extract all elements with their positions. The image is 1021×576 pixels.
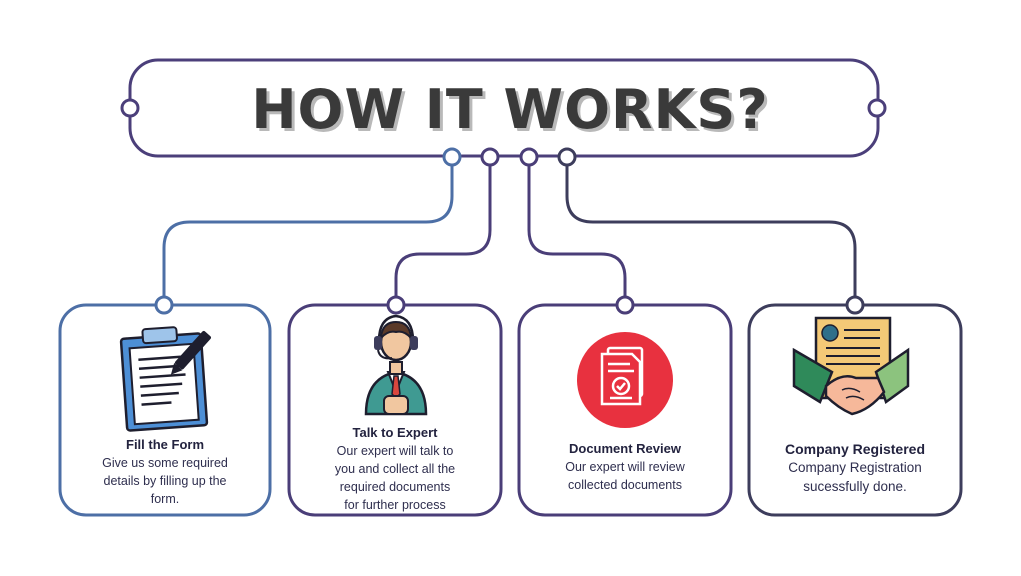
step-description-line: Our expert will review bbox=[565, 460, 685, 474]
connector-node-top-3 bbox=[519, 147, 539, 167]
card-node-4 bbox=[845, 295, 865, 315]
title-frame-right-node bbox=[867, 98, 887, 118]
step-description-line: Company Registration bbox=[788, 460, 922, 475]
step-description-line: collected documents bbox=[568, 478, 682, 492]
connector-node-top-4 bbox=[557, 147, 577, 167]
connector-1 bbox=[162, 164, 454, 297]
connector-node-top-1 bbox=[442, 147, 462, 167]
connector-4 bbox=[565, 164, 857, 297]
step-title: Document Review bbox=[569, 441, 681, 456]
step-description-line: for further process bbox=[344, 498, 446, 512]
step-1-text: Fill the Form Give us some required deta… bbox=[62, 436, 268, 508]
clipboard-pen-icon bbox=[119, 326, 211, 432]
step-description-line: sucessfully done. bbox=[803, 479, 907, 494]
handshake-certificate-icon bbox=[792, 316, 910, 416]
title-frame-left-node bbox=[120, 98, 140, 118]
card-node-3 bbox=[615, 295, 635, 315]
step-title: Fill the Form bbox=[126, 437, 204, 452]
connector-node-top-2 bbox=[480, 147, 500, 167]
connector-2 bbox=[394, 164, 492, 297]
step-description-line: Give us some required bbox=[102, 456, 228, 470]
card-node-2 bbox=[386, 295, 406, 315]
document-check-icon bbox=[577, 332, 673, 428]
connector-3 bbox=[527, 164, 627, 297]
step-description-line: details by filling up the bbox=[103, 474, 227, 488]
step-description-line: you and collect all the bbox=[334, 462, 456, 476]
card-node-1 bbox=[154, 295, 174, 315]
step-4-text: Company Registered Company Registration … bbox=[751, 440, 959, 496]
step-title: Talk to Expert bbox=[352, 425, 438, 440]
step-title: Company Registered bbox=[784, 441, 926, 457]
page-title: HOW IT WORKS? bbox=[251, 78, 769, 141]
step-description-line: Our expert will talk to bbox=[336, 444, 454, 458]
step-3-text: Document Review Our expert will review c… bbox=[521, 440, 729, 494]
step-description-line: required documents bbox=[339, 480, 451, 494]
support-agent-icon bbox=[364, 314, 428, 416]
step-2-text: Talk to Expert Our expert will talk to y… bbox=[291, 424, 499, 514]
step-description-line: form. bbox=[150, 492, 180, 506]
